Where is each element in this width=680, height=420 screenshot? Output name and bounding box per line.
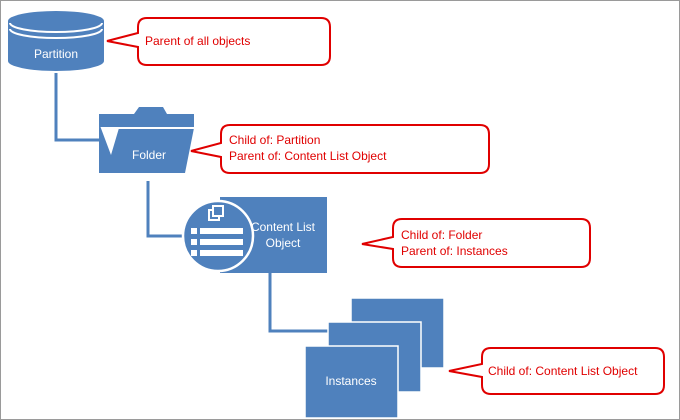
partition-node: Partition <box>8 11 104 71</box>
content-list-object-label-line1: Content List <box>251 220 316 234</box>
stacked-documents-icon <box>304 297 445 419</box>
folder-label: Folder <box>132 148 166 162</box>
callout-content-list-object: Child of: Folder Parent of: Instances <box>361 218 591 268</box>
instances-node: Instances <box>304 297 445 419</box>
instances-label: Instances <box>325 374 376 388</box>
content-list-icon <box>181 199 255 273</box>
folder-icon <box>99 107 194 173</box>
connector-partition-folder <box>54 73 99 142</box>
connector-content-list-instances <box>268 273 330 333</box>
database-icon <box>8 11 104 71</box>
folder-node: Folder <box>99 107 194 173</box>
callout-folder: Child of: Partition Parent of: Content L… <box>190 124 490 174</box>
content-list-object-node: Content List Object <box>181 197 327 273</box>
callout-content-list-object-line1: Child of: Folder <box>401 228 482 242</box>
callout-folder-line1: Child of: Partition <box>229 133 320 147</box>
callout-instances: Child of: Content List Object <box>448 347 665 395</box>
callout-content-list-object-line2: Parent of: Instances <box>401 244 508 258</box>
callout-content-list-object-bubble <box>361 218 591 268</box>
callout-instances-bubble <box>448 347 665 395</box>
callout-instances-line1: Child of: Content List Object <box>488 364 638 378</box>
callout-partition-line1: Parent of all objects <box>145 34 250 48</box>
connectors <box>54 73 330 333</box>
callout-folder-line2: Parent of: Content List Object <box>229 149 387 163</box>
connector-folder-content-list <box>146 181 184 238</box>
callout-partition-bubble <box>106 17 331 66</box>
callout-folder-bubble <box>190 124 490 174</box>
partition-label: Partition <box>34 47 78 61</box>
content-list-object-label-line2: Object <box>266 236 301 250</box>
callout-partition: Parent of all objects <box>106 17 331 66</box>
